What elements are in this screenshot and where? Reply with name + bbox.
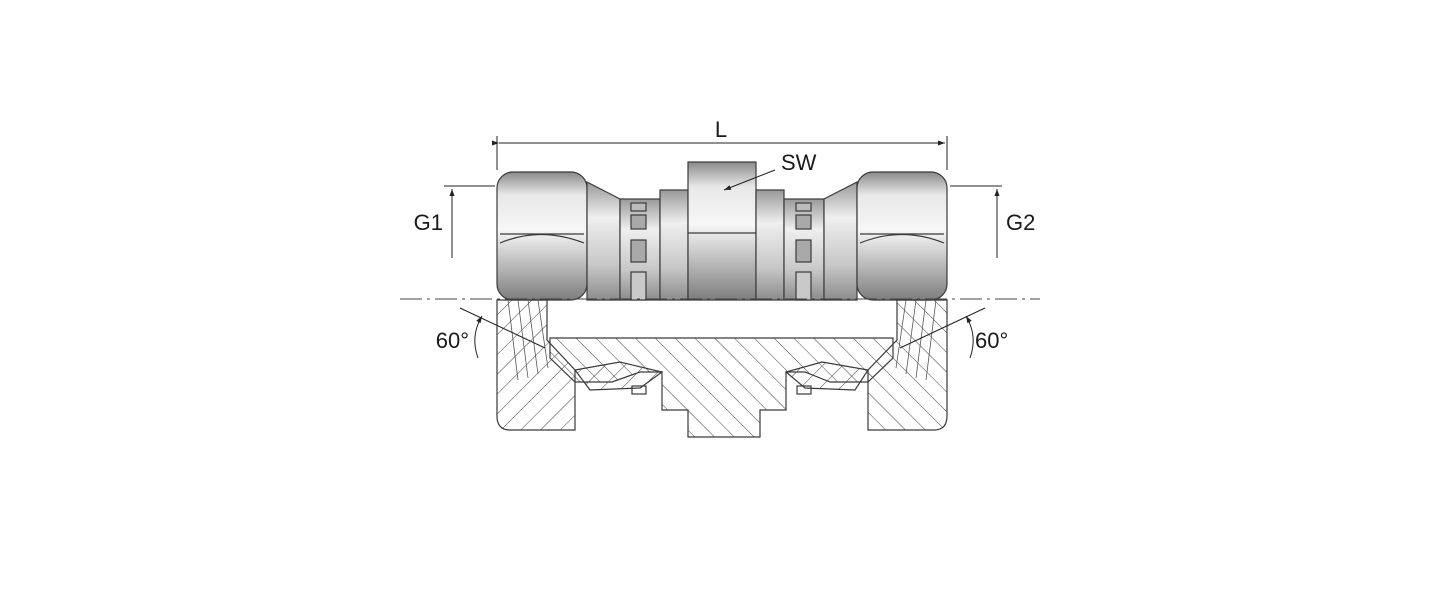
g1-label: G1 — [414, 210, 443, 235]
right-ring-1 — [795, 202, 812, 212]
g2-label: G2 — [1006, 210, 1035, 235]
right-ring-4 — [795, 271, 812, 301]
sw-label: SW — [781, 150, 817, 175]
l-label: L — [715, 117, 727, 142]
left-ring-3 — [630, 239, 647, 263]
left-ring-4 — [630, 271, 647, 301]
sw-leader — [723, 169, 776, 191]
angle-right-leader — [899, 307, 986, 349]
right-thread — [895, 299, 937, 381]
right-ring-3 — [795, 239, 812, 263]
angle-left-leader — [459, 307, 546, 349]
angle-left-arc — [474, 315, 483, 359]
right-sleeve-section — [784, 361, 869, 391]
external-view — [496, 161, 948, 301]
right-nut-flat-curve — [859, 233, 945, 244]
left-cone — [586, 181, 621, 301]
angle-left-label: 60° — [436, 328, 469, 353]
right-ring-2 — [795, 214, 812, 230]
section-view — [496, 299, 948, 438]
right-nut — [856, 171, 948, 301]
angle-right-arc — [965, 315, 974, 359]
left-ring-2 — [630, 214, 647, 230]
left-nut — [496, 171, 588, 301]
left-nut-flat-curve — [499, 233, 585, 244]
center-hex — [687, 161, 757, 301]
right-cone — [823, 181, 858, 301]
dimensions: L SW G1 G2 60° 60° — [414, 117, 1035, 359]
left-sleeve-section — [573, 361, 664, 391]
left-thread — [507, 299, 549, 381]
left-ring-1 — [630, 202, 647, 212]
angle-right-label: 60° — [975, 328, 1008, 353]
right-shoulder — [755, 189, 785, 301]
left-shoulder — [659, 189, 689, 301]
